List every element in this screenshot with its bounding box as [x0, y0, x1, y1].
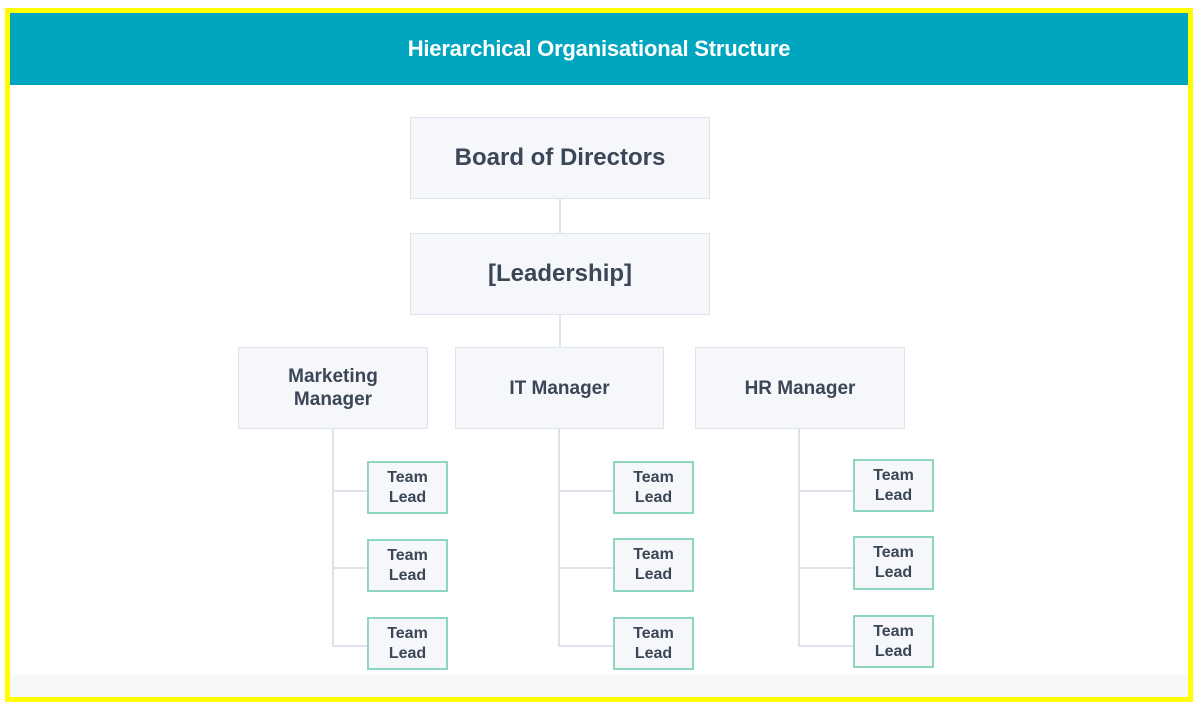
node-label: Marketing Manager — [288, 366, 378, 410]
connector-marketing-tl2 — [332, 567, 368, 569]
connector-hr-tl2 — [798, 567, 854, 569]
node-marketing-manager[interactable]: Marketing Manager — [238, 347, 428, 429]
node-board-of-directors[interactable]: Board of Directors — [410, 117, 710, 199]
connector-it-tl3 — [558, 645, 614, 647]
node-label: Team Lead — [387, 468, 428, 506]
node-label: Team Lead — [873, 544, 914, 581]
connector-marketing-tl3 — [332, 645, 368, 647]
node-it-team-lead-2[interactable]: Team Lead — [613, 538, 694, 592]
node-it-manager[interactable]: IT Manager — [455, 347, 664, 429]
connector-hr-tl1 — [798, 490, 854, 492]
node-label: Board of Directors — [454, 144, 666, 171]
node-it-team-lead-3[interactable]: Team Lead — [613, 617, 694, 670]
connector-marketing-trunk — [332, 428, 334, 647]
node-it-team-lead-1[interactable]: Team Lead — [613, 461, 694, 514]
connector-board-leadership — [559, 198, 561, 233]
node-hr-team-lead-2[interactable]: Team Lead — [853, 536, 934, 590]
node-label: [Leadership] — [487, 260, 633, 287]
node-hr-manager[interactable]: HR Manager — [695, 347, 905, 429]
node-label: HR Manager — [744, 377, 856, 399]
node-label: Team Lead — [387, 546, 428, 584]
node-label: Team Lead — [873, 466, 914, 504]
diagram-frame: Hierarchical Organisational Structure Bo… — [5, 8, 1193, 702]
node-leadership[interactable]: [Leadership] — [410, 233, 710, 315]
node-label: Team Lead — [633, 546, 674, 583]
node-marketing-team-lead-3[interactable]: Team Lead — [367, 617, 448, 670]
connector-hr-trunk — [798, 428, 800, 647]
node-hr-team-lead-3[interactable]: Team Lead — [853, 615, 934, 668]
header-bar: Hierarchical Organisational Structure — [10, 13, 1188, 85]
connector-it-tl2 — [558, 567, 614, 569]
connector-it-tl1 — [558, 490, 614, 492]
footer-strip — [10, 675, 1188, 697]
node-label: Team Lead — [633, 624, 674, 662]
node-label: IT Manager — [509, 377, 610, 399]
connector-hr-tl3 — [798, 645, 854, 647]
node-label: Team Lead — [873, 622, 914, 660]
connector-it-trunk — [558, 428, 560, 647]
node-label: Team Lead — [633, 468, 674, 506]
node-marketing-team-lead-2[interactable]: Team Lead — [367, 539, 448, 592]
page-title: Hierarchical Organisational Structure — [407, 36, 791, 61]
node-label: Team Lead — [387, 624, 428, 662]
node-marketing-team-lead-1[interactable]: Team Lead — [367, 461, 448, 514]
connector-leadership-managers — [559, 314, 561, 347]
node-hr-team-lead-1[interactable]: Team Lead — [853, 459, 934, 512]
connector-marketing-tl1 — [332, 490, 368, 492]
